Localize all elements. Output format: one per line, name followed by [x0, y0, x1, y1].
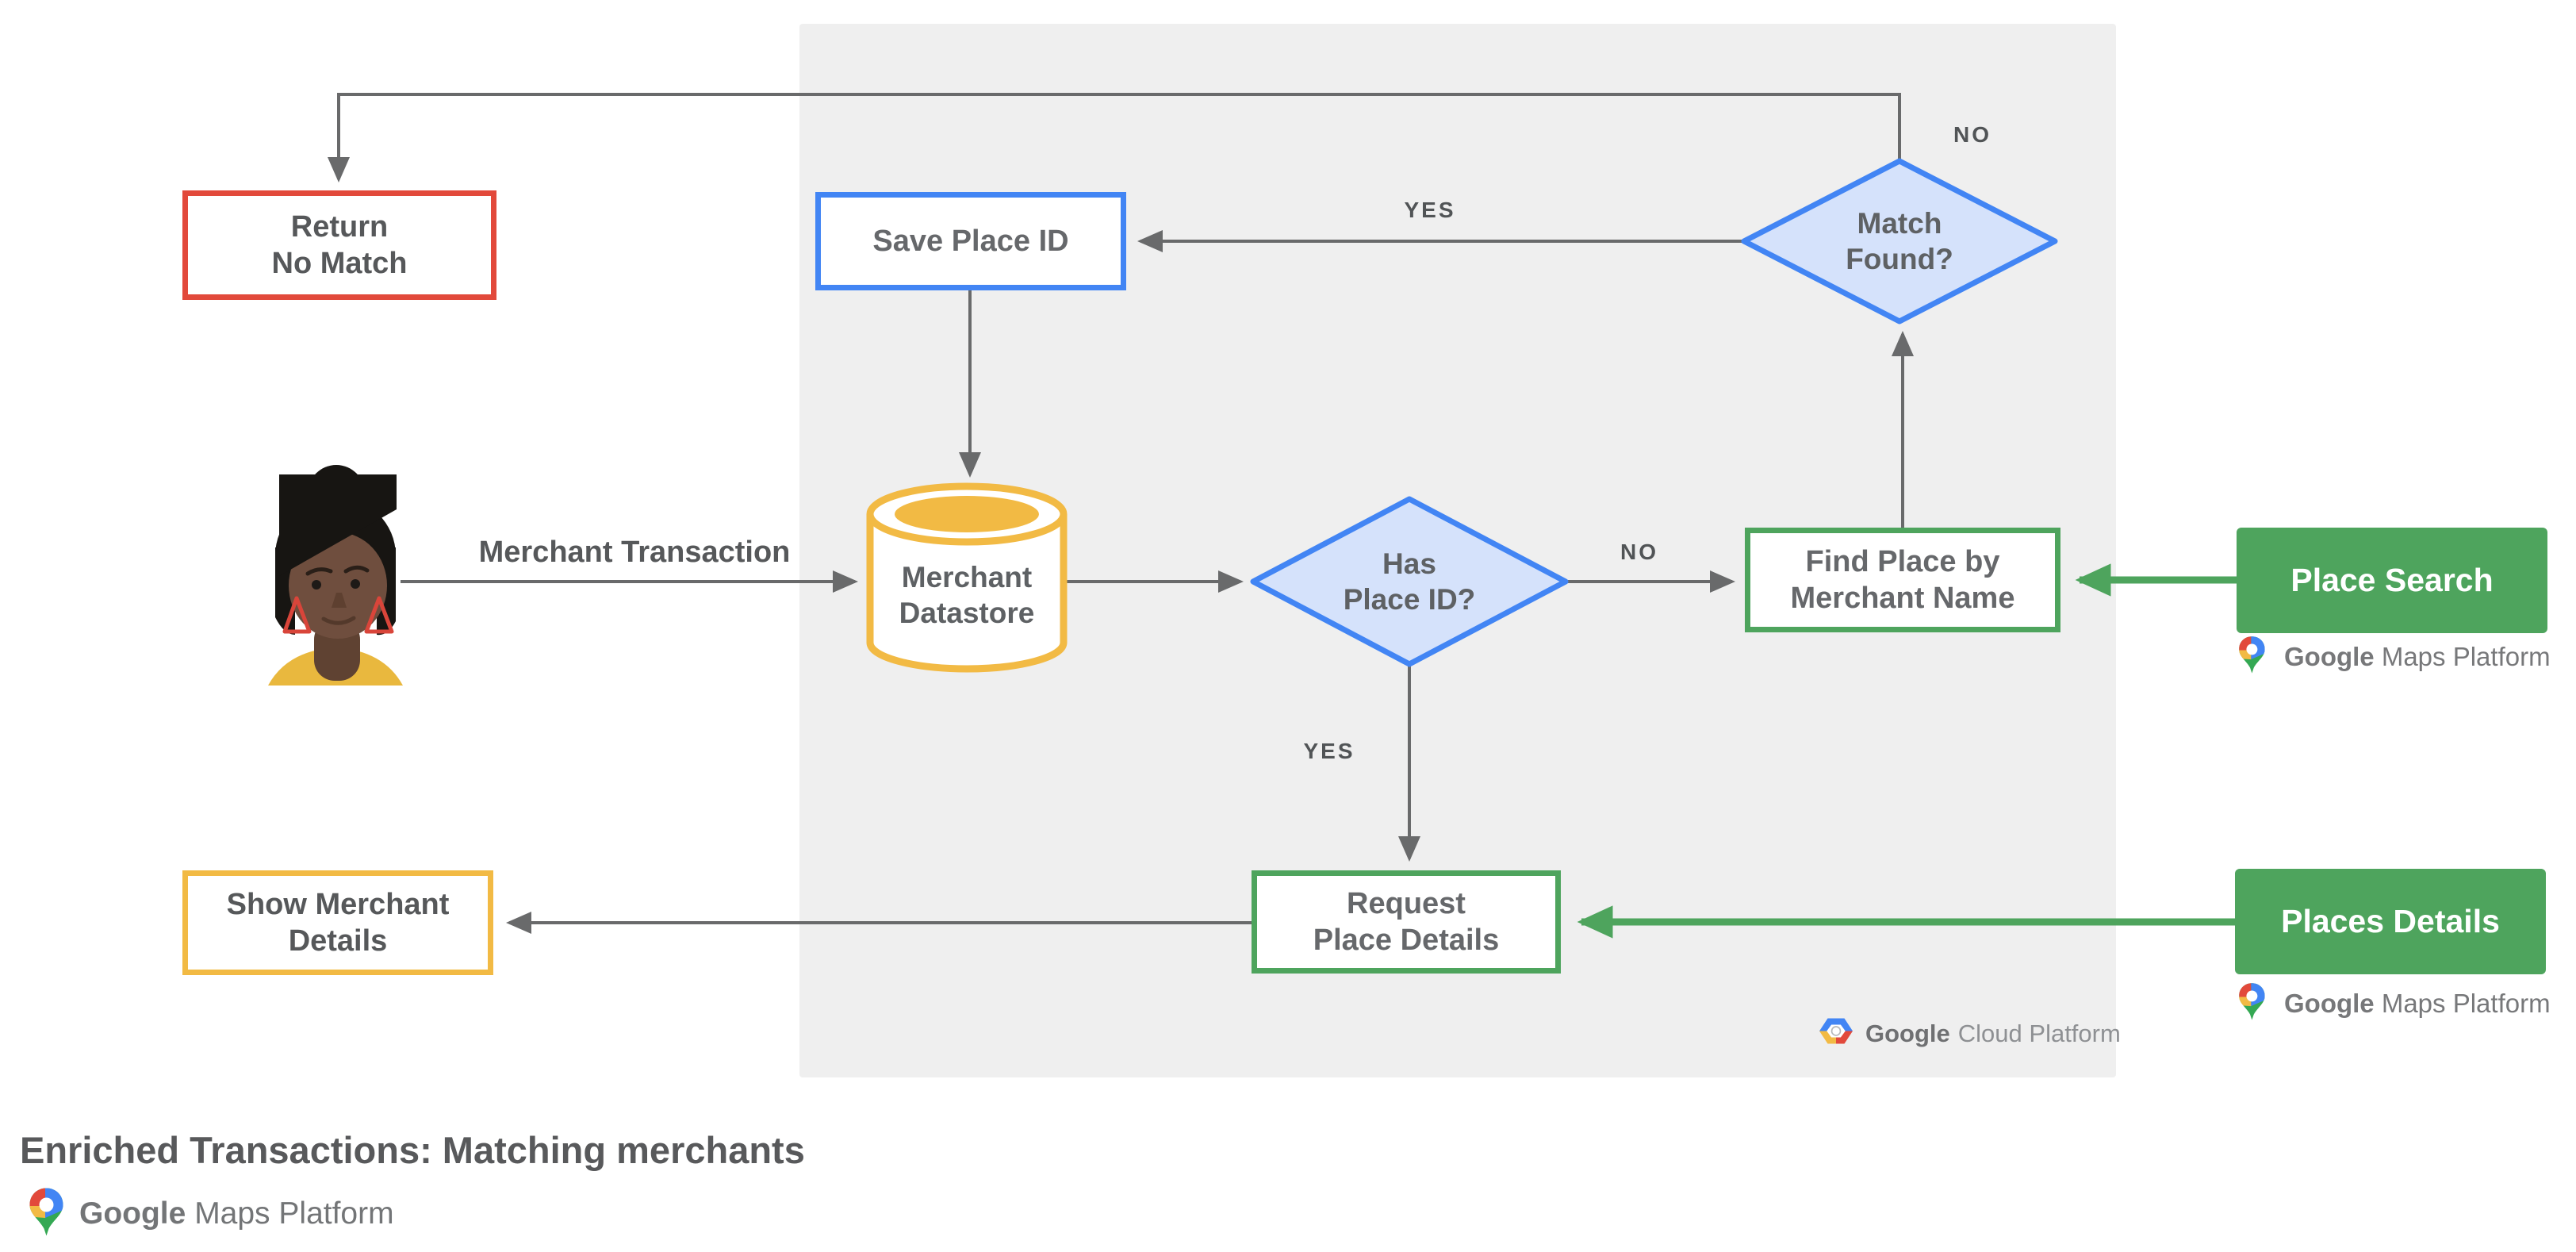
node-show-merchant-details: Show Merchant Details [182, 870, 493, 975]
node-save-place-id: Save Place ID [815, 192, 1126, 290]
brand-product-word: Maps Platform [2381, 989, 2551, 1018]
edge-label-has-place-id-no: NO [1620, 540, 1658, 564]
brand-text: Google Cloud Platform [1865, 1020, 2121, 1048]
edge-label-has-place-id-yes: YES [1303, 739, 1355, 763]
google-cloud-logo-icon [1819, 1018, 1853, 1044]
label-match-found: Match Found? [1846, 206, 1953, 275]
label-merchant-datastore: Merchant Datastore [899, 560, 1035, 629]
gray-connectors [328, 93, 1914, 934]
brand-google-maps-platform-places-details: Google Maps Platform [2273, 981, 2551, 1026]
brand-text: Google Maps Platform [2284, 989, 2551, 1019]
node-return-no-match: Return No Match [182, 190, 496, 300]
brand-google-maps-platform-footer: Google Maps Platform [67, 1189, 394, 1239]
earring-left [282, 596, 312, 634]
brand-product-word: Maps Platform [194, 1196, 394, 1231]
brand-product-word: Maps Platform [2381, 642, 2551, 671]
merchant-datastore-cylinder [866, 482, 1068, 673]
edge-label-match-found-no: NO [1953, 122, 1991, 147]
maps-pin-icon-footer [29, 1188, 63, 1236]
node-places-details-api: Places Details [2235, 869, 2546, 974]
node-find-place-by-merchant-name: Find Place by Merchant Name [1745, 528, 2060, 632]
diagram-title: Enriched Transactions: Matching merchant… [20, 1129, 805, 1171]
edge-label-match-found-yes: YES [1404, 198, 1456, 222]
brand-product-word: Cloud Platform [1957, 1020, 2121, 1047]
brand-google-word: Google [2284, 642, 2375, 671]
label-merchant-transaction: Merchant Transaction [478, 535, 791, 569]
brand-google-word: Google [1865, 1020, 1950, 1047]
merchant-avatar [268, 465, 403, 686]
brand-google-maps-platform-place-search: Google Maps Platform [2273, 635, 2551, 679]
brand-text: Google Maps Platform [79, 1196, 394, 1231]
match-found-diamond [1741, 158, 2058, 325]
brand-google-word: Google [79, 1196, 186, 1231]
brand-google-word: Google [2284, 989, 2375, 1018]
arrow-match-found-no-to-return [328, 93, 1901, 182]
brand-google-cloud-platform: Google Cloud Platform [1854, 1016, 2121, 1051]
maps-pin-icon-place-search [2239, 636, 2265, 674]
node-place-search-api: Place Search [2237, 528, 2547, 633]
node-request-place-details: Request Place Details [1252, 870, 1561, 974]
has-place-id-diamond [1250, 496, 1569, 667]
label-has-place-id: Has Place ID? [1343, 547, 1476, 616]
earring-right [364, 596, 394, 634]
maps-pin-icon-places-details [2239, 983, 2265, 1020]
brand-text: Google Maps Platform [2284, 642, 2551, 672]
green-connectors [1577, 563, 2237, 939]
